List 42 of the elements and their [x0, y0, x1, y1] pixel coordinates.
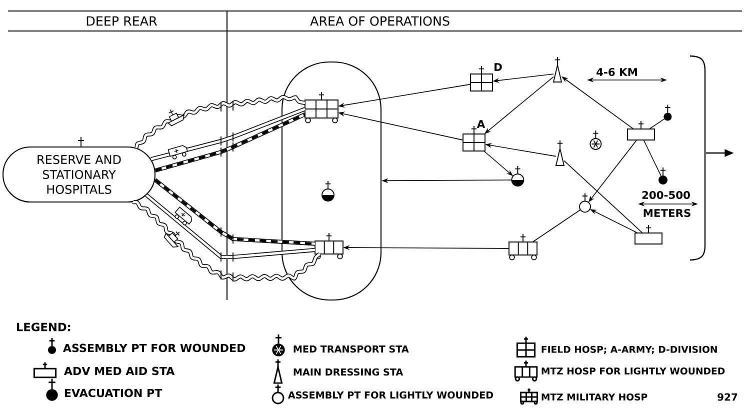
road	[150, 107, 306, 162]
connector-line	[564, 160, 643, 234]
dimension-label: METERS	[644, 208, 690, 218]
assembly-point-symbol	[664, 104, 672, 121]
legend-text: ASSEMBLY PT FOR LIGHTLY WOUNDED	[288, 391, 494, 399]
waterway	[132, 200, 321, 282]
legend-text: MTZ HOSP FOR LIGHTLY WOUNDED	[542, 367, 725, 375]
legend-text: MTZ MILITARY HOSP	[542, 393, 648, 401]
legend-text: EVACUATION PT	[64, 388, 162, 398]
dimension-label: 200-500	[642, 190, 690, 200]
legend-text: FIELD HOSP; A-ARMY; D-DIVISION	[542, 346, 717, 354]
aid-station-symbol	[634, 224, 662, 244]
legend-heading: LEGEND:	[16, 322, 70, 332]
column-header: DEEP REAR	[86, 16, 157, 26]
oval-area	[281, 61, 382, 301]
evacuation-point-symbol	[322, 180, 334, 202]
military-hospital-symbol	[304, 92, 338, 124]
connector-line	[648, 118, 665, 130]
evacuation-point-symbol	[511, 166, 524, 186]
field-hospital-symbol	[470, 66, 493, 92]
connector-line	[532, 209, 581, 242]
connector-line	[643, 140, 662, 176]
figure-number: 927	[718, 393, 738, 401]
legend-text: MAIN DRESSING STA	[294, 368, 404, 376]
evacuation-point-symbol	[658, 167, 668, 184]
letter-label: A	[476, 120, 486, 128]
column-header: AREA OF OPERATIONS	[310, 16, 450, 26]
hospital-box: RESERVE AND STATIONARY HOSPITALS	[2, 136, 156, 203]
mobile-hospital-symbol	[314, 232, 344, 260]
waterway	[134, 94, 306, 148]
dimension-label: 4-6 KM	[596, 68, 637, 76]
mobile-hospital-symbol	[508, 234, 538, 260]
legend-text: ASSEMBLY PT FOR WOUNDED	[63, 344, 246, 352]
railway	[154, 178, 316, 246]
legend-text: MED TRANSPORT STA	[294, 345, 409, 353]
letter-label: D	[494, 63, 502, 71]
assembly-point-symbol	[579, 192, 591, 213]
transport-station-symbol	[590, 130, 602, 150]
railway	[154, 112, 306, 172]
legend-text: ADV MED AID STA	[64, 366, 175, 376]
road	[145, 194, 316, 259]
aid-station-symbol	[627, 120, 655, 140]
